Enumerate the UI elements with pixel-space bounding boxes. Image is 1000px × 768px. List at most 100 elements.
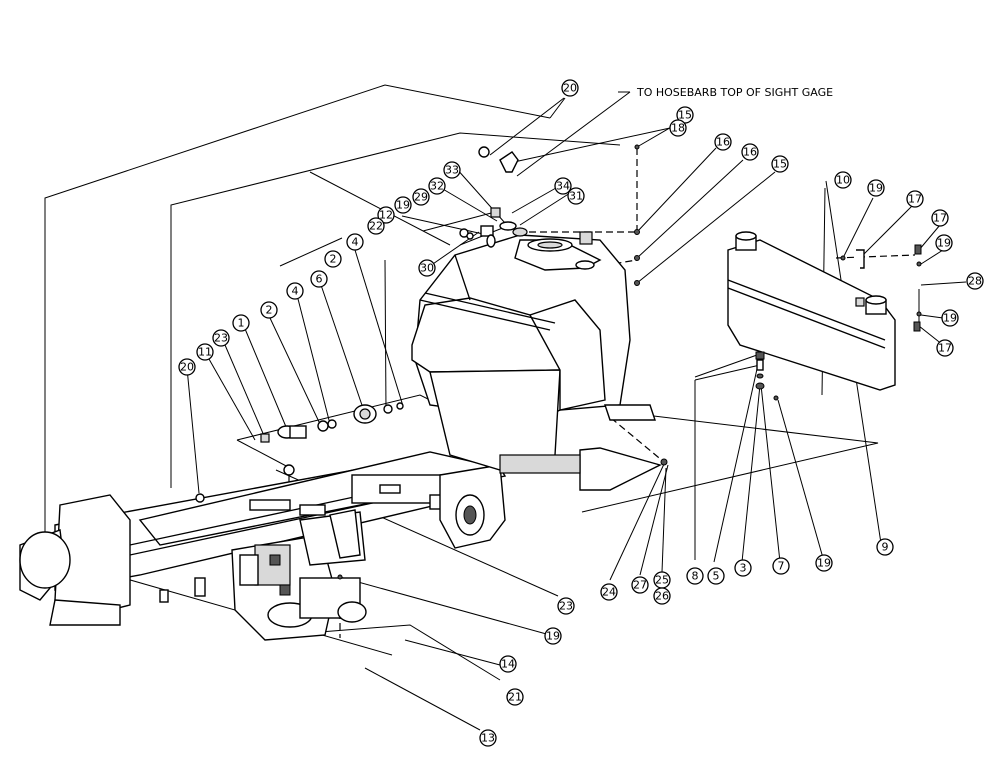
callout-balloon: 22 [367, 217, 385, 235]
svg-text:25: 25 [655, 574, 669, 587]
callout-balloon: 1 [232, 314, 250, 332]
svg-text:19: 19 [869, 182, 883, 195]
callout-balloon: 24 [600, 583, 618, 601]
chassis-frame [19, 447, 662, 626]
svg-text:20: 20 [563, 82, 577, 95]
callout-balloon: 12 [377, 206, 395, 224]
svg-text:26: 26 [655, 590, 669, 603]
svg-text:22: 22 [369, 220, 383, 233]
callout-balloon: 23 [557, 597, 575, 615]
callout-balloon: 15 [771, 155, 789, 173]
callout-balloon: 2 [260, 301, 278, 319]
svg-text:1: 1 [238, 317, 245, 330]
svg-text:2: 2 [330, 253, 337, 266]
callout-balloon: 8 [686, 567, 704, 585]
svg-text:10: 10 [836, 174, 850, 187]
svg-text:8: 8 [692, 570, 699, 583]
callout-balloon: 18 [669, 119, 687, 137]
svg-text:15: 15 [678, 109, 692, 122]
svg-text:13: 13 [481, 732, 495, 745]
callout-balloon: 14 [499, 655, 517, 673]
callout-balloon: 25 [653, 571, 671, 589]
callout-balloon: 5 [707, 567, 725, 585]
svg-text:4: 4 [292, 285, 299, 298]
callout-balloon: 16 [714, 133, 732, 151]
svg-text:16: 16 [743, 146, 757, 159]
svg-text:19: 19 [943, 312, 957, 325]
callout-balloon: 19 [394, 196, 412, 214]
svg-text:32: 32 [430, 180, 444, 193]
svg-text:9: 9 [882, 541, 889, 554]
svg-text:4: 4 [352, 236, 359, 249]
main-tank [411, 231, 656, 474]
svg-text:24: 24 [602, 586, 616, 599]
svg-text:2: 2 [266, 304, 273, 317]
svg-text:27: 27 [633, 579, 647, 592]
callout-balloon: 4 [286, 282, 304, 300]
callout-balloon: 33 [443, 161, 461, 179]
callout-balloon: 34 [554, 177, 572, 195]
svg-text:33: 33 [445, 164, 459, 177]
svg-text:21: 21 [508, 691, 522, 704]
callout-balloon: 29 [412, 188, 430, 206]
callout-balloon: 9 [876, 538, 894, 556]
callout-balloon: 2 [324, 250, 342, 268]
svg-text:30: 30 [420, 262, 434, 275]
svg-text:19: 19 [817, 557, 831, 570]
callout-balloon: 19 [941, 309, 959, 327]
svg-text:14: 14 [501, 658, 515, 671]
callout-balloon: 23 [212, 329, 230, 347]
callout-balloon: 19 [867, 179, 885, 197]
svg-text:15: 15 [773, 158, 787, 171]
svg-text:20: 20 [180, 361, 194, 374]
callout-balloon: 30 [418, 259, 436, 277]
svg-text:28: 28 [968, 275, 982, 288]
callout-balloon: 20 [561, 79, 579, 97]
callout-balloon: 28 [966, 272, 984, 290]
callout-balloon: 6 [310, 270, 328, 288]
callout-balloon: 10 [834, 171, 852, 189]
callout-balloon: 26 [653, 587, 671, 605]
svg-text:19: 19 [546, 630, 560, 643]
svg-text:3: 3 [740, 562, 747, 575]
callout-balloon: 17 [936, 339, 954, 357]
pump-assembly [231, 509, 367, 641]
callout-balloon: 4 [346, 233, 364, 251]
svg-text:7: 7 [778, 560, 785, 573]
callout-balloon: 19 [544, 627, 562, 645]
svg-text:17: 17 [938, 342, 952, 355]
fittings [195, 144, 922, 580]
callout-balloon: 20 [178, 358, 196, 376]
callout-balloon: 31 [567, 187, 585, 205]
callout-balloon: 27 [631, 576, 649, 594]
callout-balloon: 17 [931, 209, 949, 227]
callout-balloon: 13 [479, 729, 497, 747]
callout-balloon: 11 [196, 343, 214, 361]
rinse-tank [727, 231, 896, 391]
svg-text:11: 11 [198, 346, 212, 359]
callout-balloon: 19 [815, 554, 833, 572]
svg-text:31: 31 [569, 190, 583, 203]
callout-balloon: 16 [741, 143, 759, 161]
svg-text:19: 19 [937, 237, 951, 250]
svg-text:5: 5 [713, 570, 720, 583]
callout-balloon: 7 [772, 557, 790, 575]
svg-text:23: 23 [214, 332, 228, 345]
svg-text:17: 17 [908, 193, 922, 206]
callout-balloons: 20 15 18 16 16 15 33 34 31 32 29 19 12 3… [178, 79, 984, 747]
callout-balloon: 17 [906, 190, 924, 208]
callout-balloon: 19 [935, 234, 953, 252]
svg-text:18: 18 [671, 122, 685, 135]
svg-text:12: 12 [379, 209, 393, 222]
svg-text:16: 16 [716, 136, 730, 149]
note-text: TO HOSEBARB TOP OF SIGHT GAGE [636, 86, 833, 99]
callout-balloon: 21 [506, 688, 524, 706]
callout-balloon: 3 [734, 559, 752, 577]
svg-text:34: 34 [556, 180, 570, 193]
svg-text:17: 17 [933, 212, 947, 225]
svg-text:19: 19 [396, 199, 410, 212]
svg-text:6: 6 [316, 273, 323, 286]
callout-balloon: 32 [428, 177, 446, 195]
svg-text:23: 23 [559, 600, 573, 613]
